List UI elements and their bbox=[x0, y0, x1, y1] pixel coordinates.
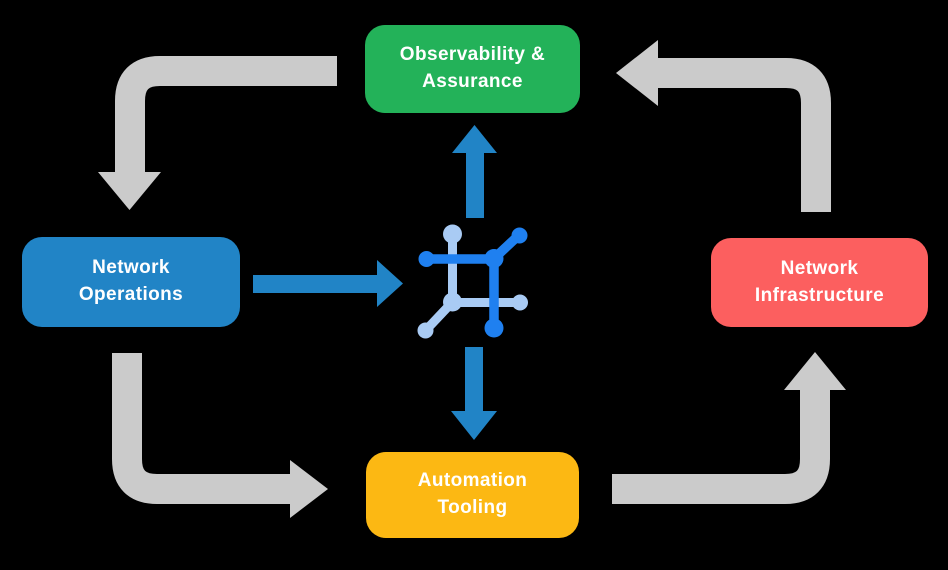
arrow-shaft bbox=[253, 275, 377, 293]
icon-node bbox=[443, 224, 462, 244]
icon-node bbox=[484, 318, 504, 338]
arrow-head bbox=[290, 460, 328, 518]
arrow-shaft bbox=[612, 390, 830, 504]
arrow-shaft bbox=[466, 152, 484, 218]
icon-node bbox=[443, 292, 462, 312]
icon-node bbox=[484, 249, 504, 268]
node-network-operations: Network Operations bbox=[22, 237, 240, 327]
node-label: Observability & Assurance bbox=[399, 44, 546, 92]
arrow-head bbox=[616, 40, 658, 106]
arrow-shaft bbox=[115, 56, 337, 172]
icon-dark-strokes bbox=[418, 227, 528, 338]
arrow-head bbox=[451, 411, 497, 440]
node-label: Network Operations bbox=[78, 257, 184, 305]
icon-endpoint-dot bbox=[418, 251, 435, 267]
arrow-head bbox=[377, 260, 403, 307]
arrow-operations-to-automation bbox=[112, 353, 328, 518]
arrow-automation-to-infrastructure bbox=[612, 352, 846, 504]
arrow-platform-to-automation bbox=[451, 347, 497, 440]
icon-endpoint-dot bbox=[511, 227, 528, 244]
arrow-shaft bbox=[658, 58, 831, 212]
arrow-shaft bbox=[465, 347, 483, 413]
icon-light-strokes bbox=[417, 224, 528, 339]
arrow-operations-to-platform bbox=[253, 260, 403, 307]
node-label: Network Infrastructure bbox=[754, 257, 885, 306]
node-automation-tooling: Automation Tooling bbox=[366, 452, 579, 538]
node-label: Automation Tooling bbox=[417, 470, 528, 518]
node-network-infrastructure: Network Infrastructure bbox=[711, 238, 928, 327]
node-observability-assurance: Observability & Assurance bbox=[365, 25, 580, 113]
arrow-head bbox=[784, 352, 846, 390]
icon-endpoint-dot bbox=[512, 294, 528, 311]
arrow-infrastructure-to-observability bbox=[616, 40, 831, 212]
arrow-head bbox=[452, 125, 497, 153]
arrow-observability-to-operations bbox=[98, 56, 337, 210]
arrow-platform-to-observability bbox=[452, 125, 497, 218]
icon-endpoint-dot bbox=[417, 322, 434, 339]
arrow-shaft bbox=[112, 353, 290, 504]
arrow-head bbox=[98, 172, 161, 210]
